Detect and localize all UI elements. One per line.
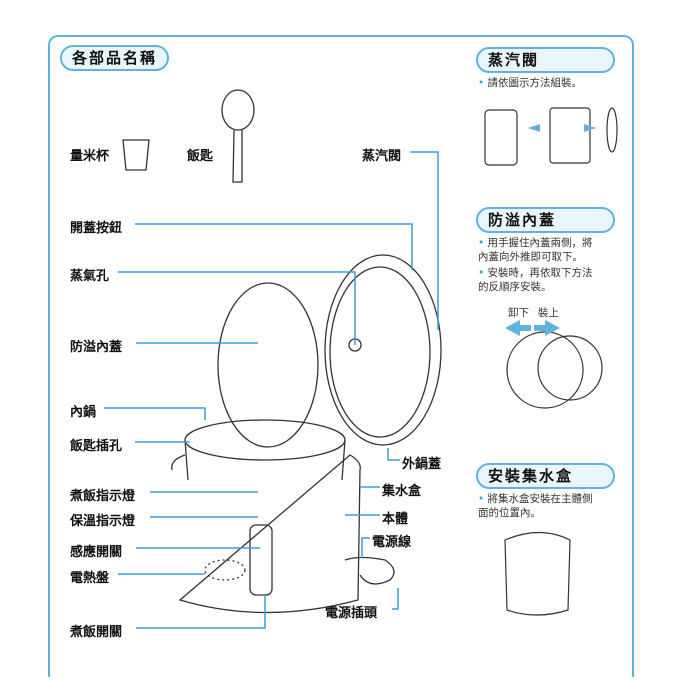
label-rice-paddle: 飯匙 [187,149,214,164]
label-outer-lid: 外鍋蓋 [402,457,442,472]
label-lid-button: 開蓋按鈕 [70,221,123,236]
section-title: 各部品名稱 [60,45,170,71]
label-cook-lamp: 煮飯指示燈 [70,489,136,504]
label-heating-plate: 電熱盤 [70,571,110,586]
water-box-section-title: 安裝集水盒 [476,463,615,489]
label-power-plug: 電源插頭 [325,606,378,621]
label-measuring-cup: 量米杯 [70,149,110,164]
label-water-box: 集水盒 [382,484,422,499]
label-inner-pot: 內鍋 [70,405,97,420]
water-box-note: • 將集水盒安裝在主體側面的位置內。 [478,493,593,519]
water-box-install-icon [504,531,571,616]
label-steam-valve: 蒸汽閥 [362,149,402,164]
label-power-cord: 電源線 [372,535,412,550]
label-body: 本體 [382,512,409,527]
valve-note: • 請依圖示方法組裝。 [478,77,583,89]
label-paddle-holder: 飯匙插孔 [70,439,123,454]
inner-lid-note-1: • 用手握住內蓋兩側，將內蓋向外推即可取下。 [478,237,593,263]
label-sensor-switch: 感應開關 [70,545,123,560]
label-cook-switch: 煮飯開關 [70,625,123,640]
inner-lid-section-title: 防溢內蓋 [476,207,615,233]
rice-paddle-icon [221,89,255,131]
valve-section-title: 蒸汽閥 [476,47,615,73]
inner-lid-note-2: • 安裝時，再依取下方法的反順序安裝。 [478,267,593,293]
label-steam-hole: 蒸氣孔 [70,269,110,284]
label-inner-lid: 防溢內蓋 [70,340,123,355]
page-frame [48,35,634,677]
steam-valve-part-icon [484,109,518,166]
measuring-cup-icon [122,139,150,171]
inner-lid-removal-icon [506,331,584,409]
label-warm-lamp: 保溫指示燈 [70,514,136,529]
remove-label: 卸下 [508,307,529,319]
install-label: 裝上 [538,307,559,319]
